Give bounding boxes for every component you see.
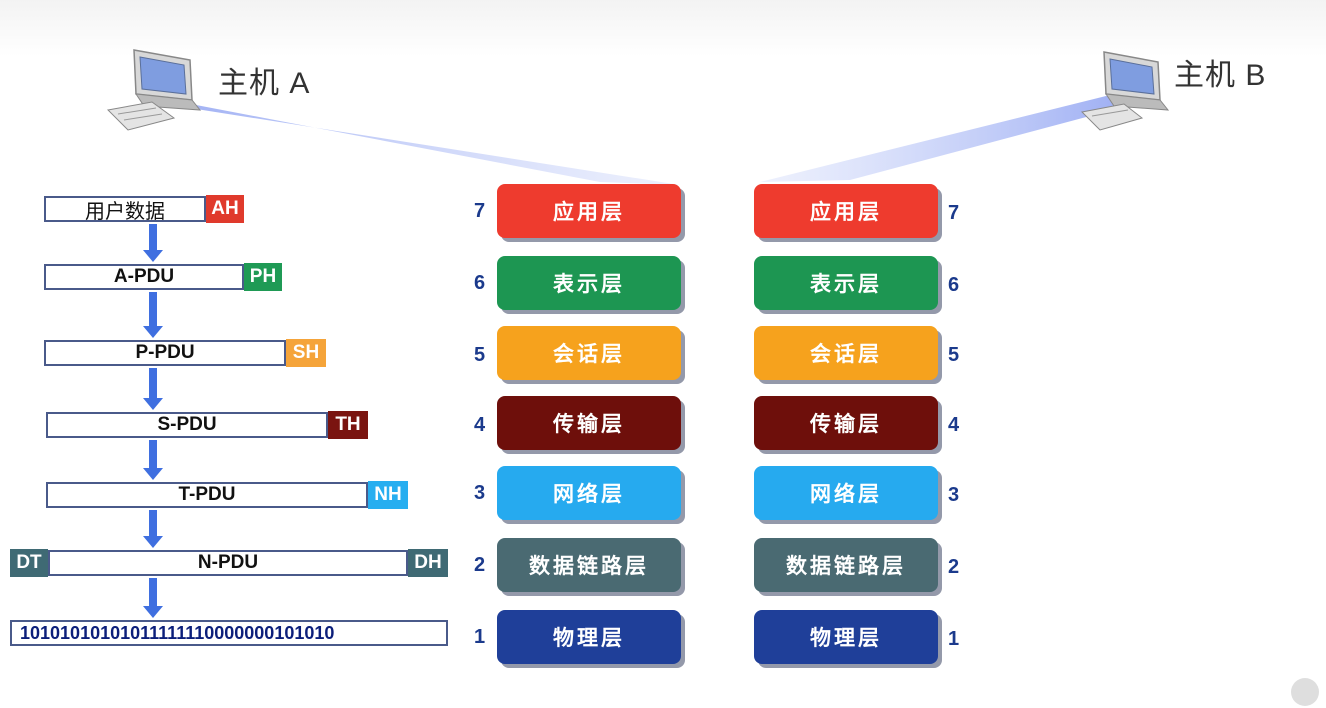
host-b-label: 主机 B [1174, 59, 1267, 92]
layer-number: 7 [948, 202, 960, 224]
layer-session-b: 会话层 [754, 326, 938, 380]
down-arrow-icon [143, 440, 163, 482]
layer-number: 2 [948, 556, 960, 578]
header-th: TH [328, 411, 368, 439]
trailer-dt: DT [10, 549, 48, 577]
layer-transport-a: 传输层 [497, 396, 681, 450]
beam-host-a [170, 100, 680, 185]
down-arrow-icon [143, 578, 163, 620]
layer-number: 6 [474, 272, 486, 294]
layer-datalink-a: 数据链路层 [497, 538, 681, 592]
down-arrow-icon [143, 224, 163, 264]
layer-number: 3 [948, 484, 960, 506]
bitstream: 10101010101011111110000000101010 [10, 620, 448, 646]
layer-number: 1 [948, 628, 960, 650]
computer-icon [106, 49, 202, 131]
layer-session-a: 会话层 [497, 326, 681, 380]
layer-number: 1 [474, 626, 486, 648]
header-nh: NH [368, 481, 408, 509]
layer-presentation-a: 表示层 [497, 256, 681, 310]
layer-application-a: 应用层 [497, 184, 681, 238]
pdu-s: S-PDU [46, 412, 328, 438]
down-arrow-icon [143, 510, 163, 550]
down-arrow-icon [143, 368, 163, 412]
header-ph: PH [244, 263, 282, 291]
host-a-label: 主机 A [218, 67, 311, 100]
header-sh: SH [286, 339, 326, 367]
layer-number: 5 [948, 344, 960, 366]
layer-network-a: 网络层 [497, 466, 681, 520]
layer-datalink-b: 数据链路层 [754, 538, 938, 592]
layer-number: 4 [948, 414, 960, 436]
pdu-t: T-PDU [46, 482, 368, 508]
layer-physical-b: 物理层 [754, 610, 938, 664]
down-arrow-icon [143, 292, 163, 340]
layer-number: 4 [474, 414, 486, 436]
header-ah: AH [206, 195, 244, 223]
header-dh: DH [408, 549, 448, 577]
pdu-user-data: 用户数据 [44, 196, 206, 223]
pdu-a: A-PDU [44, 264, 244, 290]
layer-number: 2 [474, 554, 486, 576]
layer-application-b: 应用层 [754, 184, 938, 238]
layer-number: 7 [474, 200, 486, 222]
play-icon[interactable] [1291, 678, 1319, 706]
layer-network-b: 网络层 [754, 466, 938, 520]
layer-physical-a: 物理层 [497, 610, 681, 664]
beam-host-b [760, 95, 1120, 182]
layer-number: 3 [474, 482, 486, 504]
pdu-p: P-PDU [44, 340, 286, 366]
layer-transport-b: 传输层 [754, 396, 938, 450]
pdu-n: N-PDU [48, 550, 408, 576]
computer-icon [1080, 51, 1170, 131]
layer-number: 5 [474, 344, 486, 366]
layer-number: 6 [948, 274, 960, 296]
layer-presentation-b: 表示层 [754, 256, 938, 310]
